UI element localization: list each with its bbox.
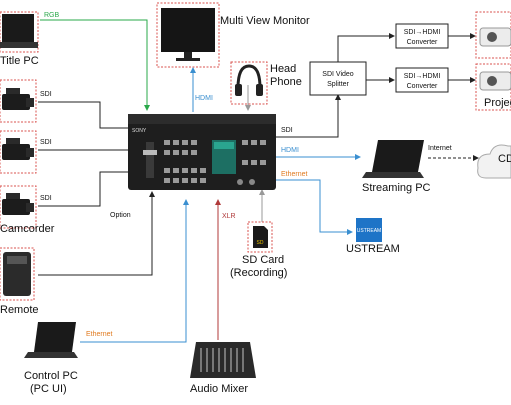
cdn: CDN xyxy=(477,144,511,179)
camcorder-frame xyxy=(0,79,37,123)
title-pc-frame xyxy=(0,11,39,53)
monitor-label: Multi View Monitor xyxy=(220,15,310,27)
sdcard-icon xyxy=(253,226,268,248)
hdmi-monitor-label: HDMI xyxy=(195,95,213,102)
ethernet-stream-line xyxy=(276,179,353,235)
audio-mixer-label: Audio Mixer xyxy=(190,383,248,395)
remote-label: Remote xyxy=(0,304,39,316)
cloud-icon xyxy=(477,144,511,179)
laptop-icon xyxy=(34,322,76,352)
camcorder-icon xyxy=(2,199,30,215)
splitter-label-1: SDI Video xyxy=(322,71,353,78)
splitter-label-2: Splitter xyxy=(327,81,349,88)
converter-1: SDI→HDMI Converter xyxy=(395,23,449,49)
projector-frame xyxy=(475,11,511,59)
sdcard-label-2: (Recording) xyxy=(230,267,287,279)
sdi-out-label: SDI xyxy=(281,127,293,134)
title-pc-label: Title PC xyxy=(0,55,39,67)
converter-2: SDI→HDMI Converter xyxy=(395,67,449,93)
switcher-buttons xyxy=(164,140,266,183)
multi-view-monitor: Multi View Monitor xyxy=(156,2,310,68)
control-pc: Control PC (PC UI) xyxy=(24,322,78,395)
headphone-label-2: Phone xyxy=(270,76,302,88)
splitter-box xyxy=(309,61,367,96)
projector-frame xyxy=(475,63,511,111)
xlr-label: XLR xyxy=(222,213,236,220)
converter-label-1: SDI→HDMI xyxy=(404,29,441,36)
converter-label-2: Converter xyxy=(407,39,438,46)
sdi-cam2-label: SDI xyxy=(40,139,52,146)
ustream-logo-text: USTREAM xyxy=(357,228,381,234)
converter-box xyxy=(395,23,449,49)
converter-label-2: Converter xyxy=(407,83,438,90)
headphone-label-1: Head xyxy=(270,63,296,75)
splitter-conv1-line xyxy=(337,33,395,62)
camcorder-frame xyxy=(0,185,37,229)
camcorder-label: Camcorder xyxy=(0,223,55,235)
mixer-icon xyxy=(190,342,256,378)
remote-frame xyxy=(0,247,35,301)
sdi-cam3-line xyxy=(38,171,128,207)
audio-mixer: Audio Mixer xyxy=(190,342,256,395)
ustream-label: USTREAM xyxy=(346,243,400,255)
converter-label-1: SDI→HDMI xyxy=(404,73,441,80)
projector-label: Projector xyxy=(484,97,511,109)
sdcard-frame xyxy=(247,221,273,253)
laptop-icon xyxy=(372,140,424,172)
hdmi-stream-label: HDMI xyxy=(281,147,299,154)
projector-2: Projector xyxy=(475,63,511,111)
headphone-frame xyxy=(230,61,268,105)
cdn-label: CDN xyxy=(498,153,511,165)
streaming-pc: Streaming PC xyxy=(362,140,431,194)
camcorder-icon xyxy=(2,94,30,110)
connection-lines xyxy=(38,19,479,343)
ustream: USTREAM USTREAM xyxy=(346,218,400,255)
title-pc: Title PC xyxy=(0,11,39,67)
monitor-icon xyxy=(161,8,215,52)
t-bar xyxy=(146,142,154,178)
remote: Remote xyxy=(0,247,39,316)
ethernet-control-label: Ethernet xyxy=(86,331,113,338)
live-switcher: SONY xyxy=(128,114,276,190)
option-line xyxy=(38,191,155,276)
control-pc-label-2: (PC UI) xyxy=(30,383,67,395)
internet-label: Internet xyxy=(428,145,452,152)
sdi-cam1-label: SDI xyxy=(40,91,52,98)
converter-box xyxy=(395,67,449,93)
sdi-out-line xyxy=(276,94,341,138)
rgb-line xyxy=(40,19,150,111)
camcorder-1 xyxy=(0,79,37,123)
sdi-cam3-label: SDI xyxy=(40,195,52,202)
head-phone: Head Phone xyxy=(230,61,302,105)
camcorder-2 xyxy=(0,130,37,174)
headphone-icon xyxy=(236,64,262,89)
sdcard-label-1: SD Card xyxy=(242,254,284,266)
switcher-brand: SONY xyxy=(132,128,147,134)
camcorder-frame xyxy=(0,130,37,174)
sd-card: SD SD Card (Recording) xyxy=(230,221,287,279)
laptop-icon xyxy=(2,14,34,42)
camcorder-icon xyxy=(2,144,30,160)
option-label: Option xyxy=(110,212,131,219)
sdi-video-splitter: SDI Video Splitter xyxy=(309,61,367,96)
ethernet-stream-label: Ethernet xyxy=(281,171,308,178)
streaming-pc-label: Streaming PC xyxy=(362,182,431,194)
projector-1 xyxy=(475,11,511,59)
ethernet-control-line xyxy=(80,199,189,343)
connection-labels: RGB HDMI SDI SDI SDI SDI HDMI Ethernet I… xyxy=(40,12,452,338)
camcorder-3: Camcorder xyxy=(0,185,55,235)
ustream-logo xyxy=(356,218,382,242)
control-pc-label-1: Control PC xyxy=(24,370,78,382)
rgb-label: RGB xyxy=(44,12,60,19)
sdcard-icon-text: SD xyxy=(257,240,264,246)
sdi-cam1-line xyxy=(38,101,128,129)
